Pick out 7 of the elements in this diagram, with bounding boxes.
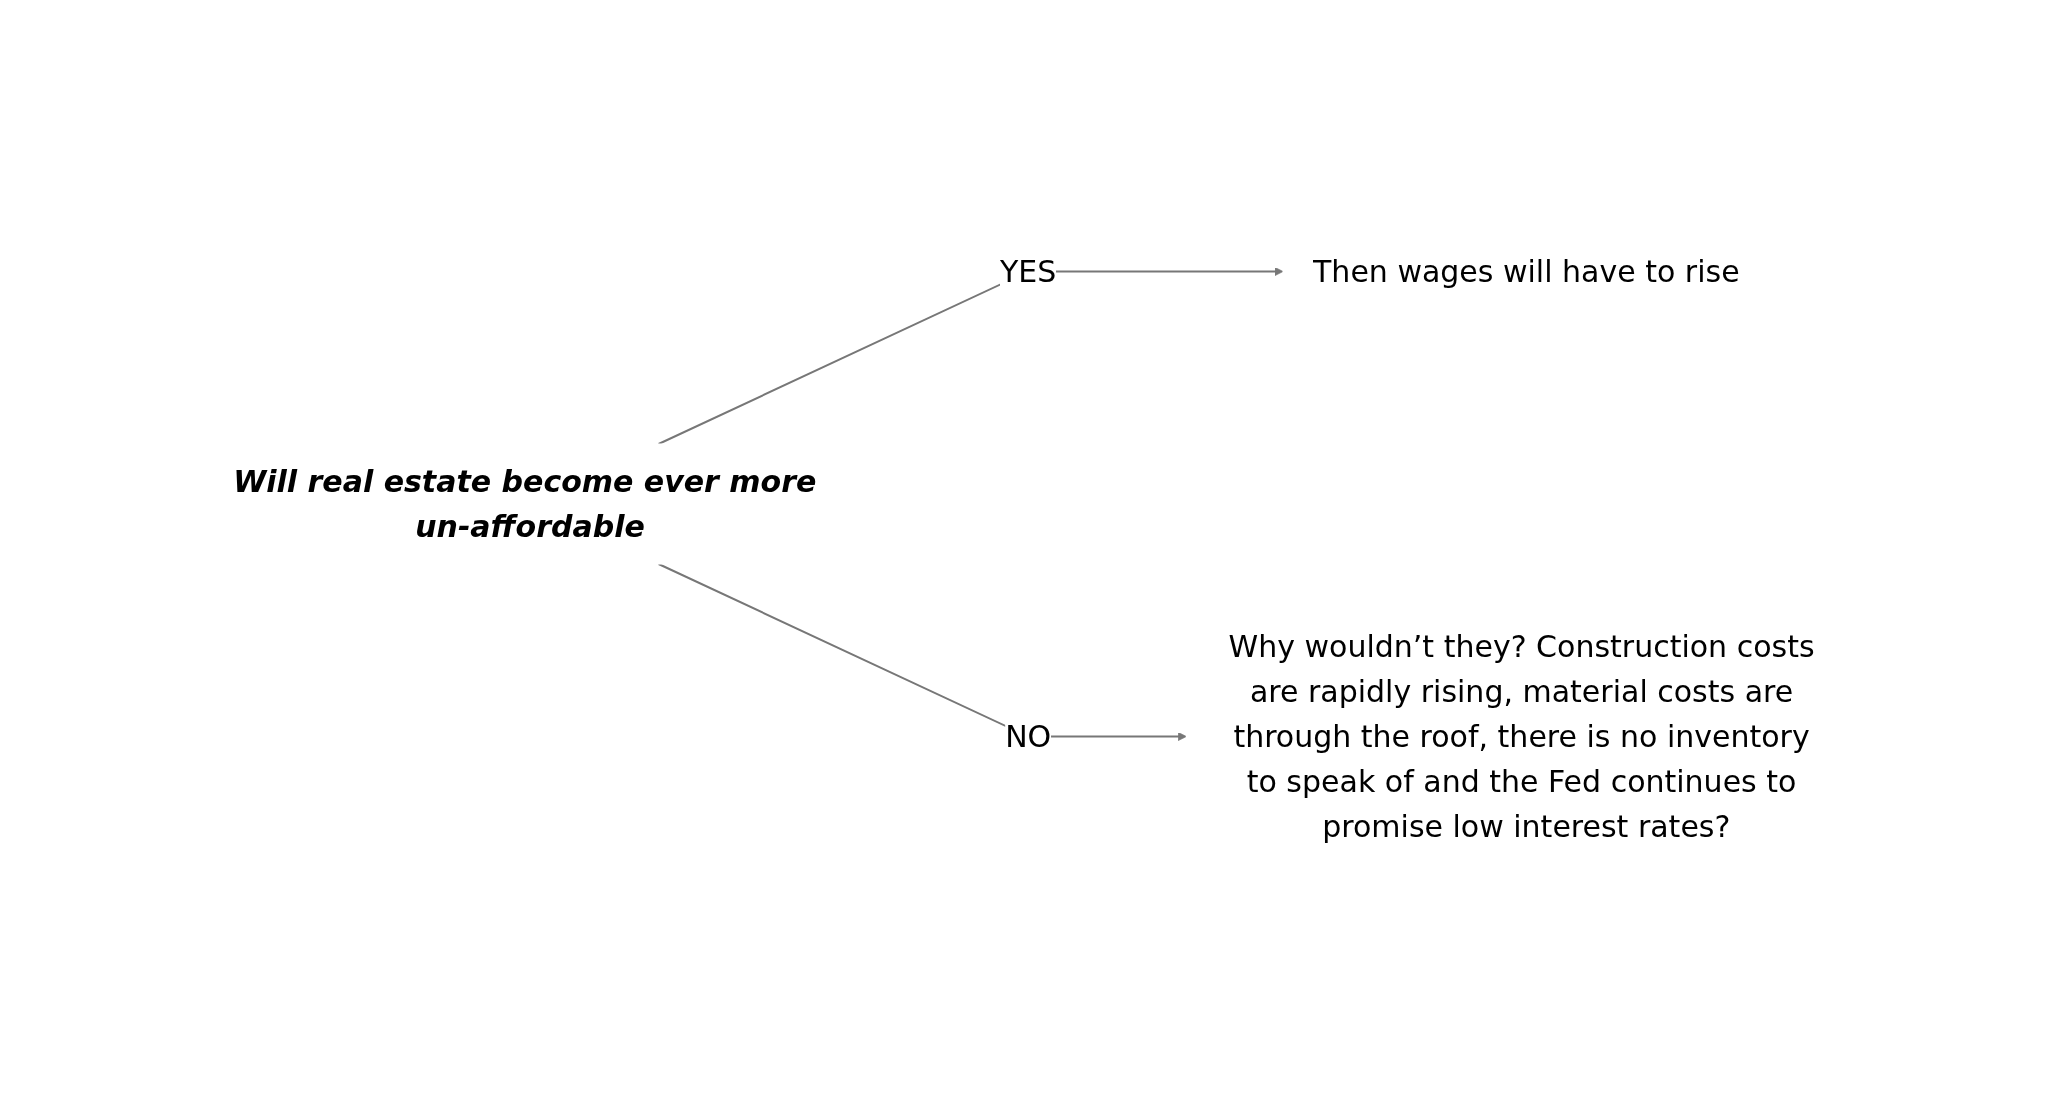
edge-label: NO xyxy=(1004,718,1052,754)
edge-label: YES xyxy=(999,253,1057,289)
node-text: Why wouldn’t they? Construction costs are rapidly rising, material costs are through the roof, there is no inventory to speak of and the Fed continues to promise low interest rates? xyxy=(1228,628,1815,844)
arrow xyxy=(657,266,1284,445)
node-text: Then wages will have to rise xyxy=(1312,253,1740,289)
node-text: Will real estate become ever more un-affordable xyxy=(233,463,817,544)
arrow xyxy=(657,562,1187,741)
